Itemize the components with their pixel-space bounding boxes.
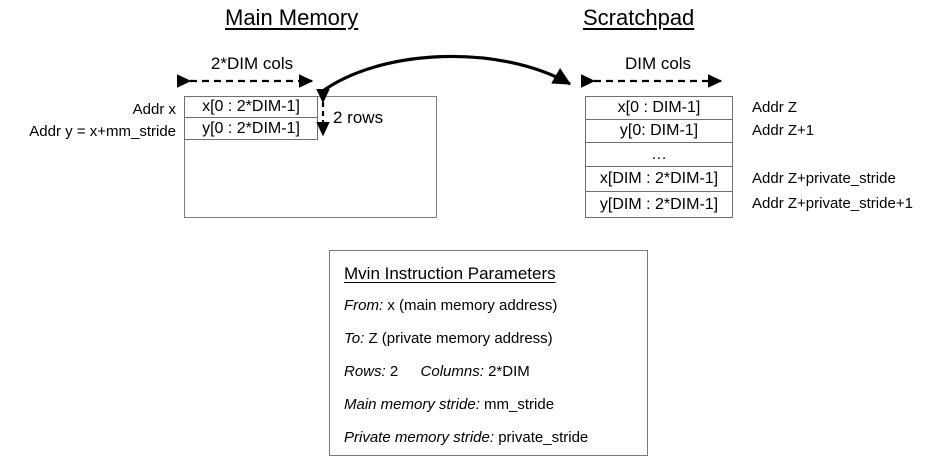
scratchpad-addr-label-1: Addr Z+1 [752, 122, 815, 139]
main-memory-addr-label-x: Addr x [132, 101, 176, 118]
scratchpad-cell-ellipsis: … [585, 143, 733, 167]
param-row-rows-columns: Rows: 2 Columns: 2*DIM [344, 362, 633, 382]
scratchpad-cell-0: x[0 : DIM-1] [585, 96, 733, 120]
param-row-to: To: Z (private memory address) [344, 329, 633, 349]
param-value-to: Z (private memory address) [368, 330, 553, 347]
scratchpad-cell-1: y[0: DIM-1] [585, 120, 733, 143]
param-key-private-memory-stride: Private memory stride: [344, 429, 495, 446]
param-value-rows: 2 [389, 363, 399, 380]
scratchpad-cell-3: y[DIM : 2*DIM-1] [585, 192, 733, 218]
scratchpad-cols-caption: DIM cols [624, 54, 692, 73]
mvin-transfer-arrow [319, 54, 572, 95]
param-key-main-memory-stride: Main memory stride: [344, 396, 480, 413]
param-value-from: x (main memory address) [387, 297, 558, 314]
param-key-to: To: [344, 330, 365, 347]
main-memory-cell-y: y[0 : 2*DIM-1] [184, 118, 318, 140]
scratchpad-addr-label-2: Addr Z+private_stride [752, 170, 896, 187]
param-row-main-memory-stride: Main memory stride: mm_stride [344, 395, 633, 415]
param-value-private-memory-stride: private_stride [498, 429, 589, 446]
scratchpad-title: Scratchpad [583, 5, 695, 30]
main-memory-cell-x: x[0 : 2*DIM-1] [184, 96, 318, 118]
param-row-private-memory-stride: Private memory stride: private_stride [344, 428, 633, 448]
param-row-from: From: x (main memory address) [344, 296, 633, 316]
scratchpad-addr-label-3: Addr Z+private_stride+1 [752, 195, 913, 212]
main-memory-addr-label-y: Addr y = x+mm_stride [29, 123, 176, 140]
scratchpad-cell-2: x[DIM : 2*DIM-1] [585, 167, 733, 192]
mvin-parameters-panel: Mvin Instruction Parameters From: x (mai… [329, 250, 648, 456]
param-value-columns: 2*DIM [488, 363, 530, 380]
main-memory-title: Main Memory [225, 5, 359, 30]
main-memory-rows-caption: 2 rows [333, 108, 384, 127]
scratchpad-addr-label-0: Addr Z [752, 99, 798, 116]
param-key-columns: Columns: [420, 363, 484, 380]
param-key-rows: Rows: [344, 363, 386, 380]
param-value-main-memory-stride: mm_stride [484, 396, 555, 413]
main-memory-cols-caption: 2*DIM cols [210, 54, 294, 73]
param-key-from: From: [344, 297, 384, 314]
mvin-parameters-title: Mvin Instruction Parameters [344, 264, 556, 283]
